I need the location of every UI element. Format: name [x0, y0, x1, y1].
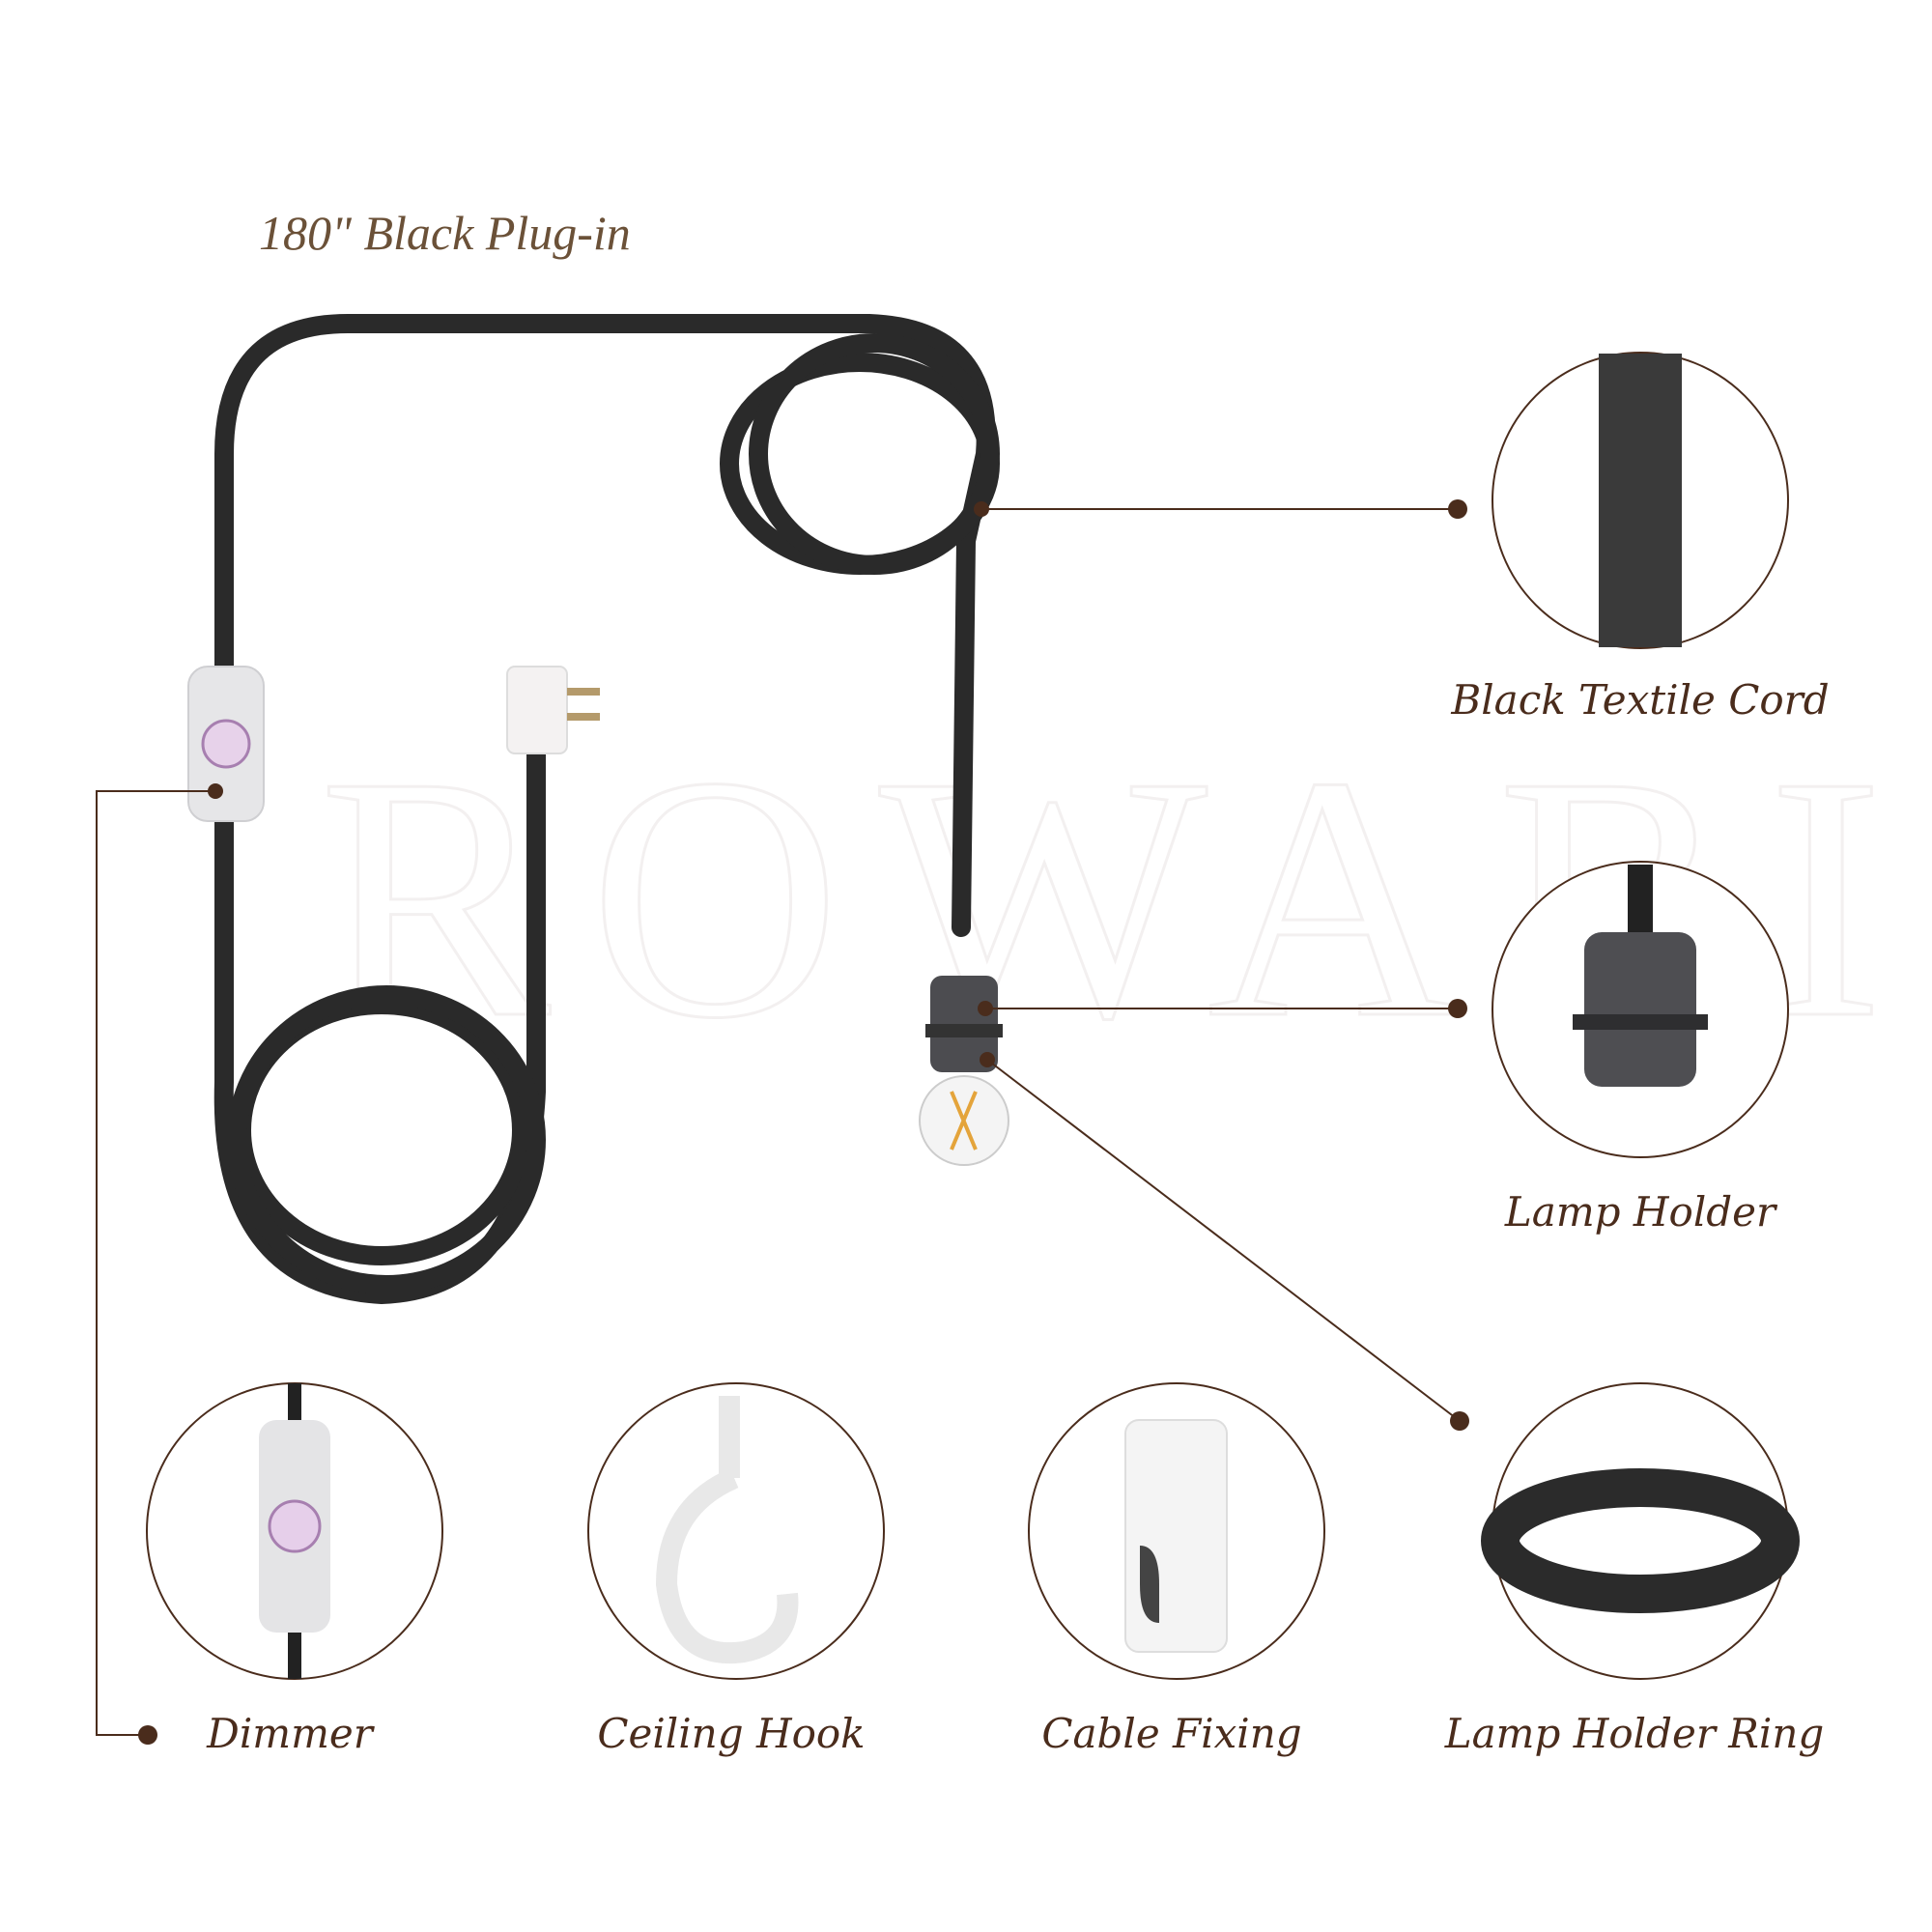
leader-lines — [96, 508, 1461, 1736]
label-lamp-holder-ring: Lamp Holder Ring — [1444, 1710, 1825, 1757]
cable-fixing-closeup — [1028, 1382, 1325, 1680]
leader-dots — [138, 499, 1469, 1745]
dimmer-inline — [187, 666, 265, 822]
label-ceiling-hook: Ceiling Hook — [597, 1710, 866, 1757]
label-cable-fixing: Cable Fixing — [1041, 1710, 1302, 1757]
label-lamp-holder: Lamp Holder — [1504, 1188, 1776, 1236]
plug — [506, 666, 600, 754]
lamp-holder-ring-closeup — [1481, 1382, 1800, 1680]
lamp-holder-closeup — [1492, 861, 1789, 1158]
textile-cord-closeup — [1492, 352, 1789, 649]
ceiling-hook-closeup — [587, 1382, 885, 1680]
label-black-textile-cord: Black Textile Cord — [1451, 676, 1830, 724]
lamp-holder-with-bulb — [919, 976, 1009, 1166]
page-title: 180" Black Plug-in — [259, 206, 631, 260]
label-dimmer: Dimmer — [207, 1710, 373, 1757]
dimmer-closeup — [146, 1382, 443, 1680]
textile-cord — [213, 314, 1000, 1305]
